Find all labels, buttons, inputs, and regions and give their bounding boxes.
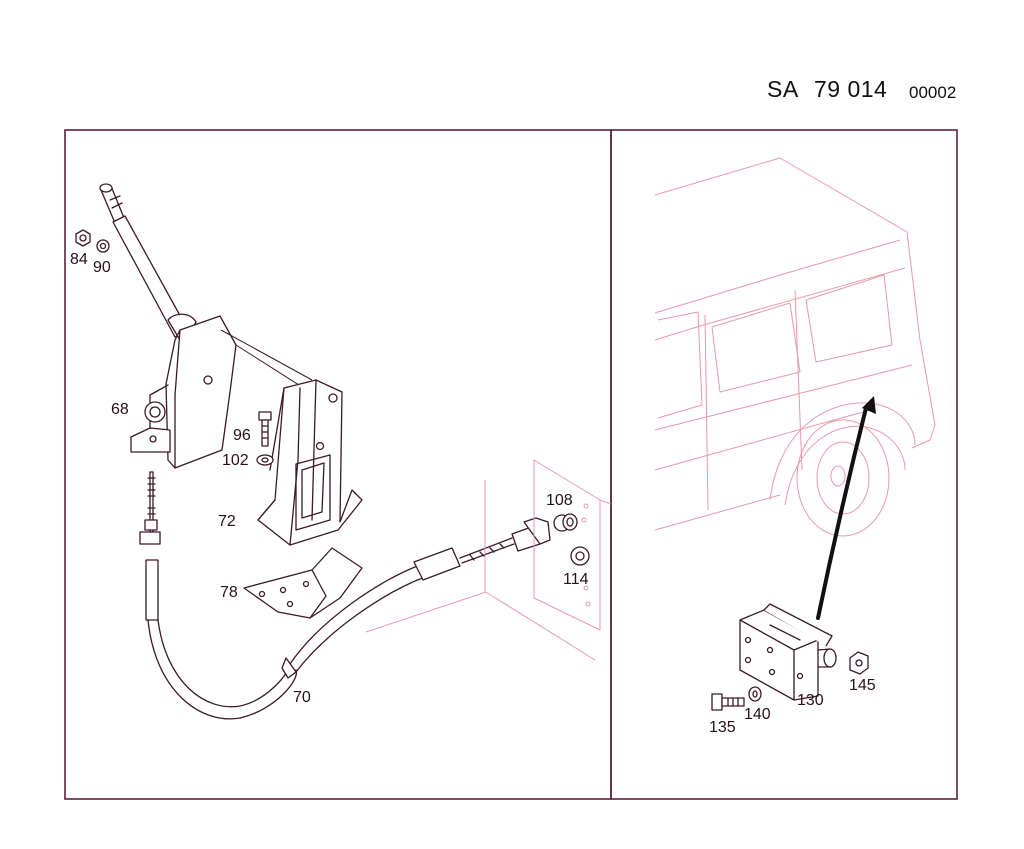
callout-108: 108 [546, 492, 573, 509]
mounting-plate-78 [243, 547, 363, 619]
bracket-130 [739, 603, 837, 701]
callout-90: 90 [93, 259, 111, 276]
nut-145 [849, 651, 869, 675]
callout-130: 130 [797, 692, 824, 709]
right-panel-frame [610, 129, 958, 800]
gear-lever-assembly [99, 183, 313, 469]
support-bracket-72 [257, 379, 363, 546]
callout-102: 102 [222, 452, 249, 469]
bolt-96-washer-102 [256, 411, 274, 466]
drawing-number: 79 014 [814, 76, 888, 102]
nut-84-washer-90 [75, 229, 110, 253]
bolt-135-washer-140 [711, 686, 762, 711]
drawing-header: SA 79 014 00002 [0, 0, 1024, 120]
section-code: SA [767, 76, 799, 102]
callout-145: 145 [849, 677, 876, 694]
callout-68: 68 [111, 401, 129, 418]
callout-96: 96 [233, 427, 251, 444]
shift-cable-70 [139, 471, 551, 720]
wall-panel [365, 459, 612, 661]
callout-135: 135 [709, 719, 736, 736]
callout-78: 78 [220, 584, 238, 601]
callout-114: 114 [563, 571, 589, 588]
location-arrowhead [862, 396, 876, 414]
grommet-108-114 [553, 513, 590, 566]
callout-72: 72 [218, 513, 236, 530]
location-arrow [816, 406, 868, 620]
callout-84: 84 [70, 251, 88, 268]
callout-140: 140 [744, 706, 771, 723]
vehicle-outline [654, 157, 936, 537]
drawing-sheet-code: 00002 [909, 83, 957, 102]
callout-70: 70 [293, 689, 311, 706]
